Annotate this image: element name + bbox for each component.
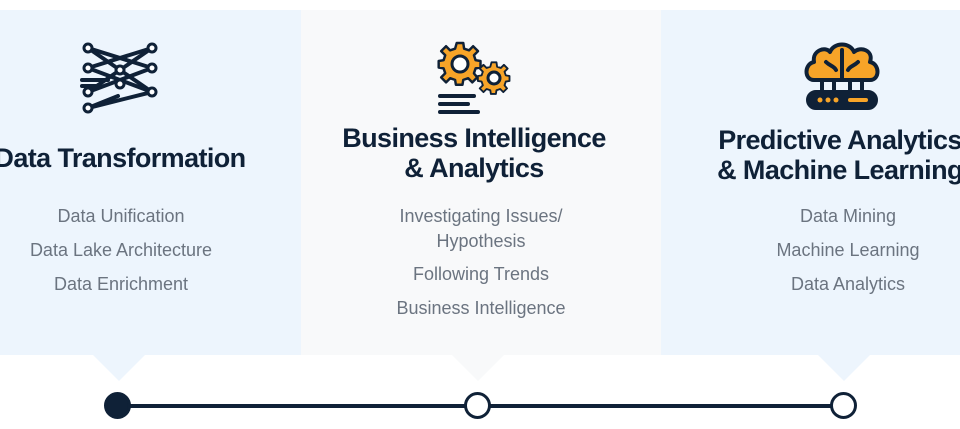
list-item: Data Mining bbox=[799, 206, 897, 226]
column-title: Business Intelligence & Analytics bbox=[264, 123, 684, 183]
feature-list: Data Unification Data Lake Architecture … bbox=[0, 204, 242, 306]
list-item: Machine Learning bbox=[776, 240, 920, 260]
card-pointer bbox=[452, 355, 504, 381]
timeline-dot[interactable] bbox=[464, 392, 491, 419]
brain-server-icon bbox=[804, 42, 880, 110]
feature-list: Investigating Issues/ Hypothesis Followi… bbox=[361, 204, 601, 330]
list-item: Data Analytics bbox=[790, 274, 906, 294]
column-title: Predictive Analytics & Machine Learning bbox=[630, 125, 960, 185]
timeline-dot[interactable] bbox=[830, 392, 857, 419]
title-line: & Analytics bbox=[404, 153, 544, 183]
feature-list: Data Mining Machine Learning Data Analyt… bbox=[728, 204, 960, 306]
gears-icon bbox=[437, 41, 511, 114]
title-line: & Machine Learning bbox=[717, 155, 960, 185]
title-line: Predictive Analytics bbox=[718, 125, 960, 155]
timeline-dot-active[interactable] bbox=[104, 392, 131, 419]
card-pointer bbox=[93, 355, 145, 381]
list-item: Investigating Issues/ Hypothesis bbox=[361, 204, 601, 254]
column-title: Data Transformation bbox=[0, 143, 246, 173]
network-transformation-icon bbox=[80, 42, 158, 114]
list-item-line: Investigating Issues/ bbox=[399, 206, 563, 226]
list-item: Following Trends bbox=[412, 264, 550, 284]
list-item: Data Enrichment bbox=[53, 274, 189, 294]
title-line: Business Intelligence bbox=[342, 123, 606, 153]
list-item: Business Intelligence bbox=[396, 298, 566, 318]
card-pointer bbox=[818, 355, 870, 381]
list-item-line: Hypothesis bbox=[436, 231, 526, 251]
list-item: Data Lake Architecture bbox=[29, 240, 213, 260]
timeline bbox=[0, 380, 960, 429]
list-item: Data Unification bbox=[57, 206, 185, 226]
